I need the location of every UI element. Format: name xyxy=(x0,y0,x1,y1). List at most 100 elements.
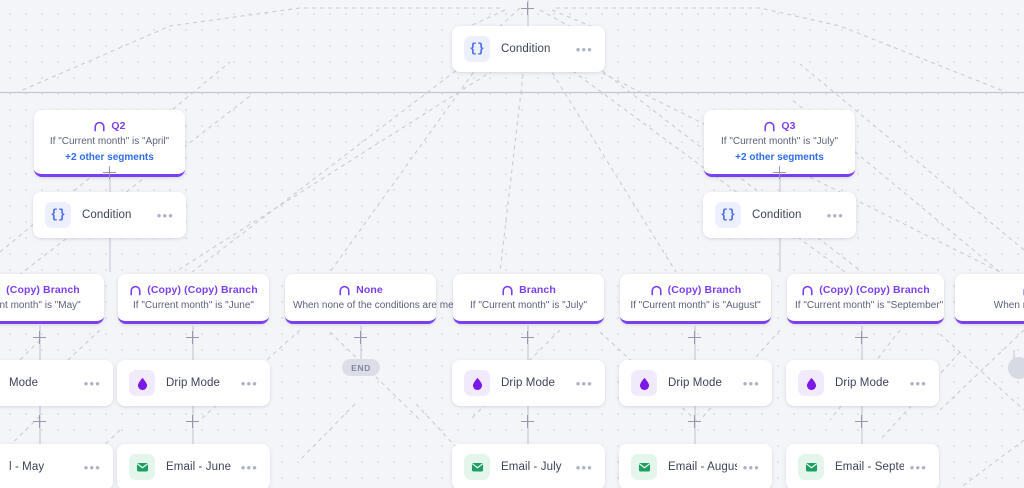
droplet-icon xyxy=(129,370,155,396)
node-branch-3[interactable]: Branch If "Current month" is "July" xyxy=(453,274,604,324)
node-label: Email - August xyxy=(668,461,737,473)
edge-handle-circle[interactable] xyxy=(1008,357,1024,379)
node-label: Mode xyxy=(9,377,39,389)
add-node-button-d2[interactable] xyxy=(521,415,534,428)
segment-header: Q3 xyxy=(712,119,847,132)
add-node-button-b4[interactable] xyxy=(688,331,701,344)
branch-title: (Copy) Branch xyxy=(6,283,80,296)
branch-title: None xyxy=(356,283,383,296)
node-segment-q2[interactable]: Q2 If "Current month" is "April" +2 othe… xyxy=(34,110,185,177)
branch-header: (Copy) Branch xyxy=(628,283,763,296)
branch-title: Branch xyxy=(519,283,556,296)
branch-header: (Copy) (Copy) Branch xyxy=(126,283,261,296)
node-condition-left[interactable]: {} Condition ••• xyxy=(33,192,186,238)
add-node-button-right-q3[interactable] xyxy=(773,166,786,179)
node-menu-button[interactable]: ••• xyxy=(83,459,101,475)
braces-icon: {} xyxy=(464,36,490,62)
node-menu-button[interactable]: ••• xyxy=(575,41,593,57)
branch-subtitle: If "Current month" is "September" xyxy=(795,300,944,311)
node-menu-button[interactable]: ••• xyxy=(909,375,927,391)
node-menu-button[interactable]: ••• xyxy=(575,375,593,391)
node-menu-button[interactable]: ••• xyxy=(240,459,258,475)
node-email-4[interactable]: Email - September ••• xyxy=(786,444,939,488)
braces-icon: {} xyxy=(715,202,741,228)
email-icon xyxy=(631,454,657,480)
node-branch-none-right[interactable]: When none of th xyxy=(955,274,1024,324)
segment-header: Q2 xyxy=(42,119,177,132)
node-email-3[interactable]: Email - August ••• xyxy=(619,444,772,488)
node-branch-5[interactable]: (Copy) (Copy) Branch If "Current month" … xyxy=(787,274,944,324)
segment-title: Q3 xyxy=(781,119,796,132)
add-node-button-root[interactable] xyxy=(521,2,534,15)
branch-subtitle: When none of the conditions are met xyxy=(293,300,457,311)
add-node-button-d3[interactable] xyxy=(688,415,701,428)
node-label: Email - July xyxy=(501,461,562,473)
branch-header: None xyxy=(293,283,428,296)
end-badge: END xyxy=(342,359,380,376)
droplet-icon xyxy=(464,370,490,396)
branch-header: (Copy) Branch xyxy=(0,283,96,296)
node-branch-0[interactable]: (Copy) Branch rrent month" is "May" xyxy=(0,274,104,324)
node-drip-4[interactable]: Drip Mode ••• xyxy=(786,360,939,406)
node-condition-right[interactable]: {} Condition ••• xyxy=(703,192,856,238)
node-label: Email - September xyxy=(835,461,904,473)
node-branch-1[interactable]: (Copy) (Copy) Branch If "Current month" … xyxy=(118,274,269,324)
add-node-button-b2[interactable] xyxy=(354,331,367,344)
other-segments-link[interactable]: +2 other segments xyxy=(65,152,154,163)
branch-subtitle: When none of th xyxy=(993,300,1024,311)
other-segments-link[interactable]: +2 other segments xyxy=(735,152,824,163)
add-node-button-b5[interactable] xyxy=(855,331,868,344)
add-node-button-b1[interactable] xyxy=(186,331,199,344)
branch-fork-icon xyxy=(339,285,350,296)
segment-subtitle: If "Current month" is "April" xyxy=(49,136,170,147)
node-label: Drip Mode xyxy=(501,377,555,389)
node-menu-button[interactable]: ••• xyxy=(83,375,101,391)
node-drip-0[interactable]: Mode ••• xyxy=(0,360,113,406)
node-label: l - May xyxy=(9,461,45,473)
node-drip-1[interactable]: Drip Mode ••• xyxy=(117,360,270,406)
branch-subtitle: If "Current month" is "August" xyxy=(630,300,761,311)
branch-fork-icon xyxy=(0,283,1,296)
branch-header: Branch xyxy=(461,283,596,296)
branch-fork-icon xyxy=(94,121,105,132)
node-branch-none-left[interactable]: None When none of the conditions are met xyxy=(285,274,457,324)
node-drip-3[interactable]: Drip Mode ••• xyxy=(619,360,772,406)
node-label: Drip Mode xyxy=(668,377,722,389)
braces-icon: {} xyxy=(45,202,71,228)
branch-title: (Copy) (Copy) Branch xyxy=(819,283,930,296)
branch-title: (Copy) Branch xyxy=(667,283,742,296)
node-email-1[interactable]: Email - June ••• xyxy=(117,444,270,488)
node-email-0[interactable]: l - May ••• xyxy=(0,444,113,488)
email-icon xyxy=(129,454,155,480)
node-menu-button[interactable]: ••• xyxy=(742,375,760,391)
segment-subtitle: If "Current month" is "July" xyxy=(720,136,838,147)
node-drip-2[interactable]: Drip Mode ••• xyxy=(452,360,605,406)
node-root-condition[interactable]: {} Condition ••• xyxy=(452,26,605,72)
branch-fork-icon xyxy=(651,285,662,296)
node-menu-button[interactable]: ••• xyxy=(240,375,258,391)
branch-fork-icon xyxy=(802,285,813,296)
node-label: Condition xyxy=(501,43,551,55)
branch-subtitle: If "Current month" is "July" xyxy=(469,300,587,311)
add-node-button-b3[interactable] xyxy=(521,331,534,344)
add-node-button-d1[interactable] xyxy=(186,415,199,428)
branch-fork-icon xyxy=(130,285,141,296)
add-node-button-d4[interactable] xyxy=(855,415,868,428)
branch-subtitle: rrent month" is "May" xyxy=(0,300,81,311)
add-node-button-left-q2[interactable] xyxy=(103,166,116,179)
add-node-button-b0[interactable] xyxy=(33,331,46,344)
node-email-2[interactable]: Email - July ••• xyxy=(452,444,605,488)
node-menu-button[interactable]: ••• xyxy=(826,207,844,223)
node-menu-button[interactable]: ••• xyxy=(156,207,174,223)
node-menu-button[interactable]: ••• xyxy=(909,459,927,475)
node-menu-button[interactable]: ••• xyxy=(575,459,593,475)
node-menu-button[interactable]: ••• xyxy=(742,459,760,475)
node-branch-4[interactable]: (Copy) Branch If "Current month" is "Aug… xyxy=(620,274,771,324)
branch-header xyxy=(963,283,1024,296)
branch-header: (Copy) (Copy) Branch xyxy=(795,283,936,296)
branch-title: (Copy) (Copy) Branch xyxy=(147,283,258,296)
email-icon xyxy=(798,454,824,480)
add-node-button-d0[interactable] xyxy=(33,415,46,428)
